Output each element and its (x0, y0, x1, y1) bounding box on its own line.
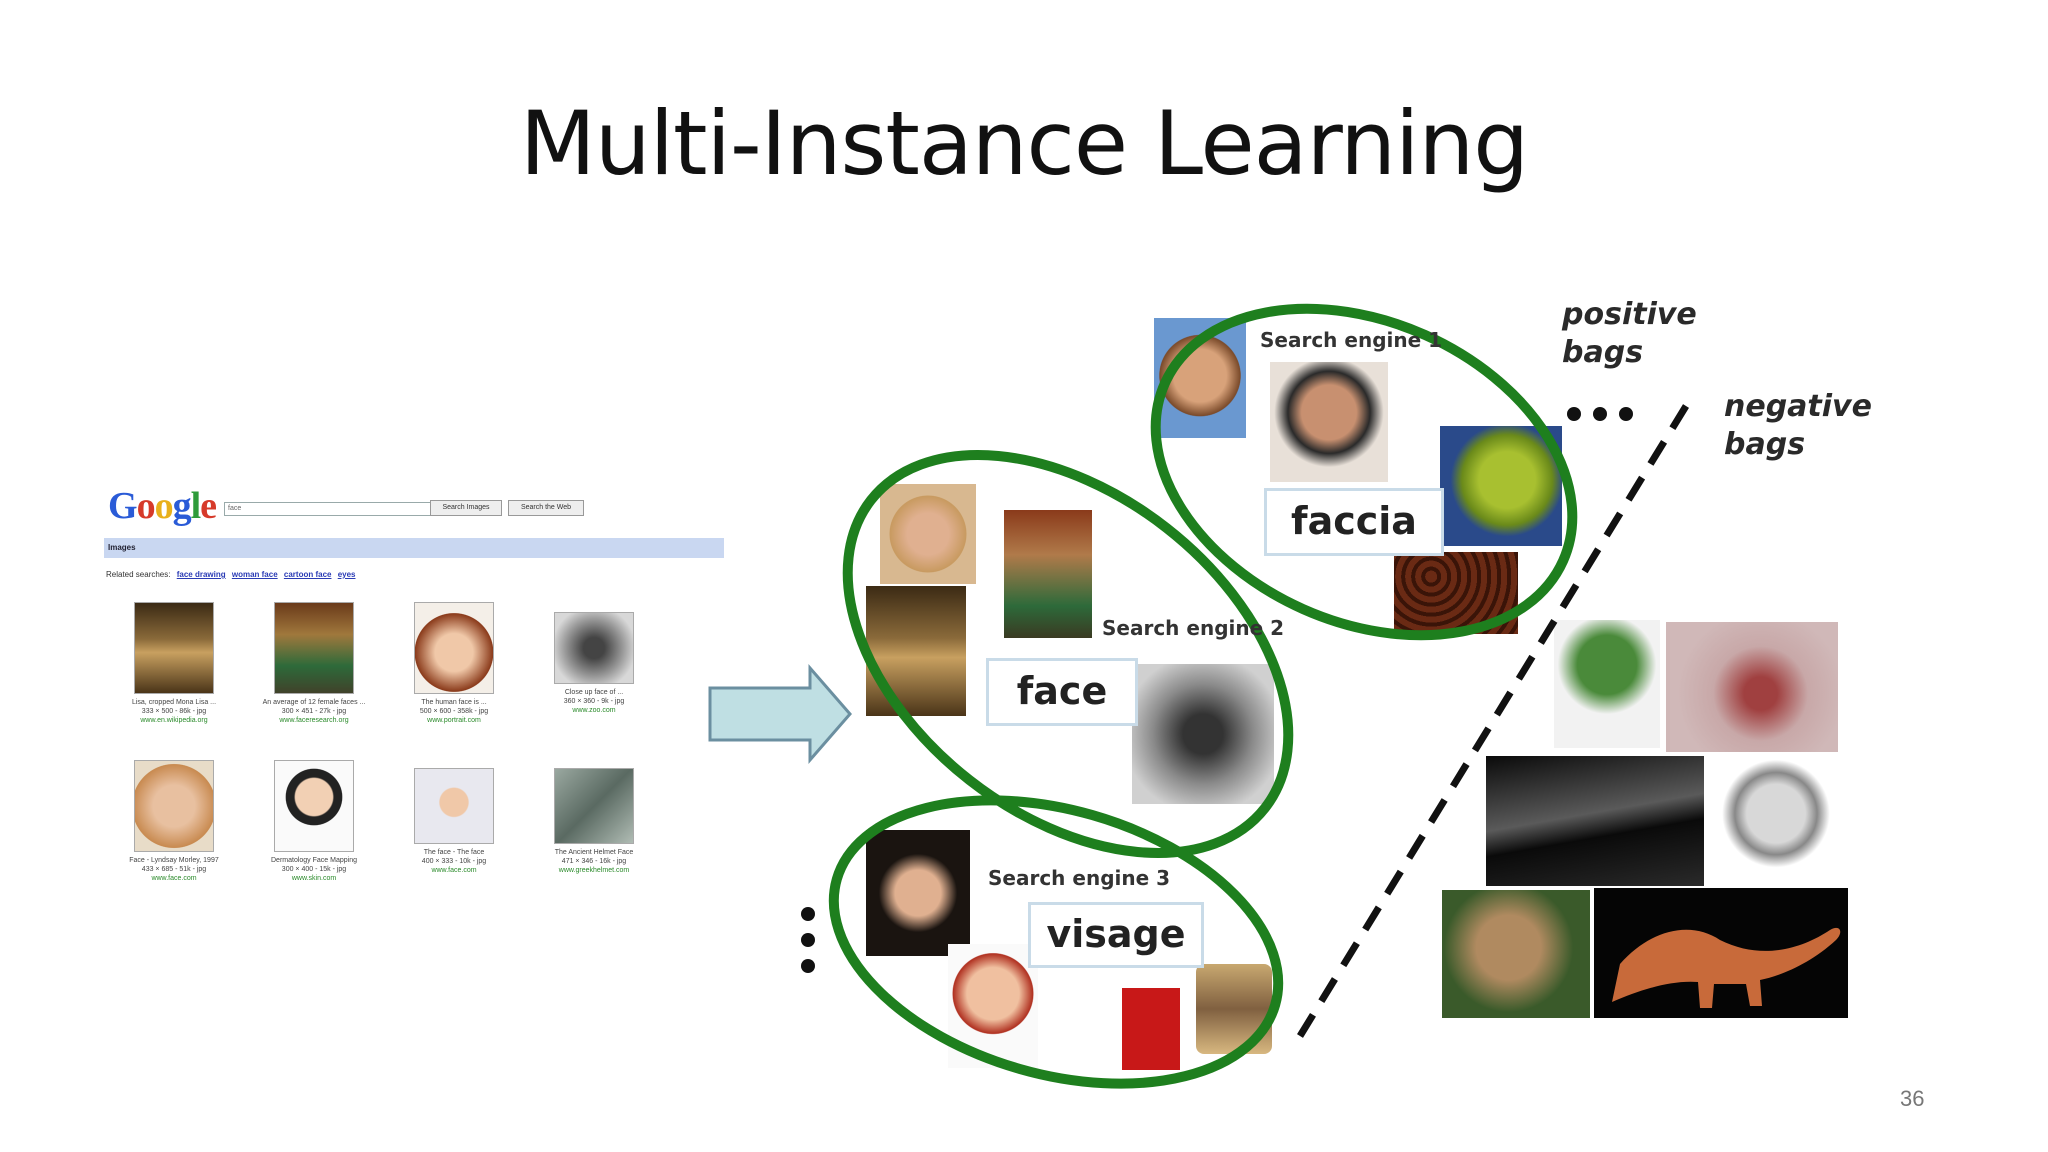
cougar-photo (1442, 890, 1590, 1018)
related-link[interactable]: face drawing (176, 570, 226, 579)
face-photo (1270, 362, 1388, 482)
ellipsis-dot (1619, 407, 1633, 421)
flower-photo (1666, 622, 1838, 752)
google-image-results: Google face Search Images Search the Web… (104, 484, 724, 904)
word-faccia: faccia (1264, 488, 1444, 556)
result-item[interactable]: An average of 12 female faces ...300 × 4… (244, 602, 384, 725)
face-thumbnail (554, 768, 634, 844)
word-face: face (986, 658, 1138, 726)
mona-lisa-photo (866, 586, 966, 716)
face-thumbnail (554, 612, 634, 684)
related-link[interactable]: eyes (337, 570, 356, 579)
related-link[interactable]: cartoon face (283, 570, 332, 579)
ellipsis-dot (801, 959, 815, 973)
ellipsis-dot (1567, 407, 1581, 421)
engine-1-label: Search engine 1 (1260, 328, 1443, 352)
shrek-photo (1440, 426, 1562, 546)
arrow (708, 663, 852, 765)
google-logo: Google (108, 485, 217, 527)
results-bar: Images (104, 538, 724, 558)
result-item[interactable]: Lisa, cropped Mona Lisa ...333 × 500 - 8… (104, 602, 244, 725)
ellipsis-dot (1593, 407, 1607, 421)
result-item[interactable]: Close up face of ...360 × 360 - 9k - jpg… (524, 602, 664, 715)
ellipsis-dot (801, 933, 815, 947)
dinosaur-shape (1612, 927, 1841, 1008)
bag-ellipse (1150, 303, 1578, 641)
search-images-button[interactable]: Search Images (430, 500, 502, 516)
face-photo (880, 484, 976, 584)
bag-ellipse (842, 450, 1294, 858)
word-visage: visage (1028, 902, 1204, 968)
result-item[interactable]: The human face is ...500 × 600 - 358k - … (384, 602, 524, 725)
face-photo (866, 830, 970, 956)
engine-3-label: Search engine 3 (988, 866, 1171, 890)
product-photo (1122, 988, 1180, 1070)
face-thumbnail (414, 768, 494, 844)
ellipsis-dot (801, 907, 815, 921)
face-photo (1004, 510, 1092, 638)
related-link[interactable]: woman face (231, 570, 278, 579)
face-thumbnail (274, 760, 354, 852)
crocodile-photo (1486, 756, 1704, 886)
bonsai-photo (1554, 620, 1660, 748)
face-photo (1132, 664, 1274, 804)
face-thumbnail (414, 602, 494, 694)
search-web-button[interactable]: Search the Web (508, 500, 584, 516)
slide-title: Multi-Instance Learning (519, 92, 1529, 195)
face-thumbnail (274, 602, 354, 694)
face-thumbnail (134, 760, 214, 852)
bag-ellipse (828, 795, 1284, 1089)
mona-lisa-thumbnail (134, 602, 214, 694)
related-searches: Related searches: face drawing woman fac… (106, 570, 356, 579)
page-number: 36 (1900, 1086, 1925, 1111)
engine-2-label: Search engine 2 (1102, 616, 1285, 640)
search-input[interactable]: face (224, 502, 439, 516)
brain-diagram-photo (1708, 756, 1844, 884)
